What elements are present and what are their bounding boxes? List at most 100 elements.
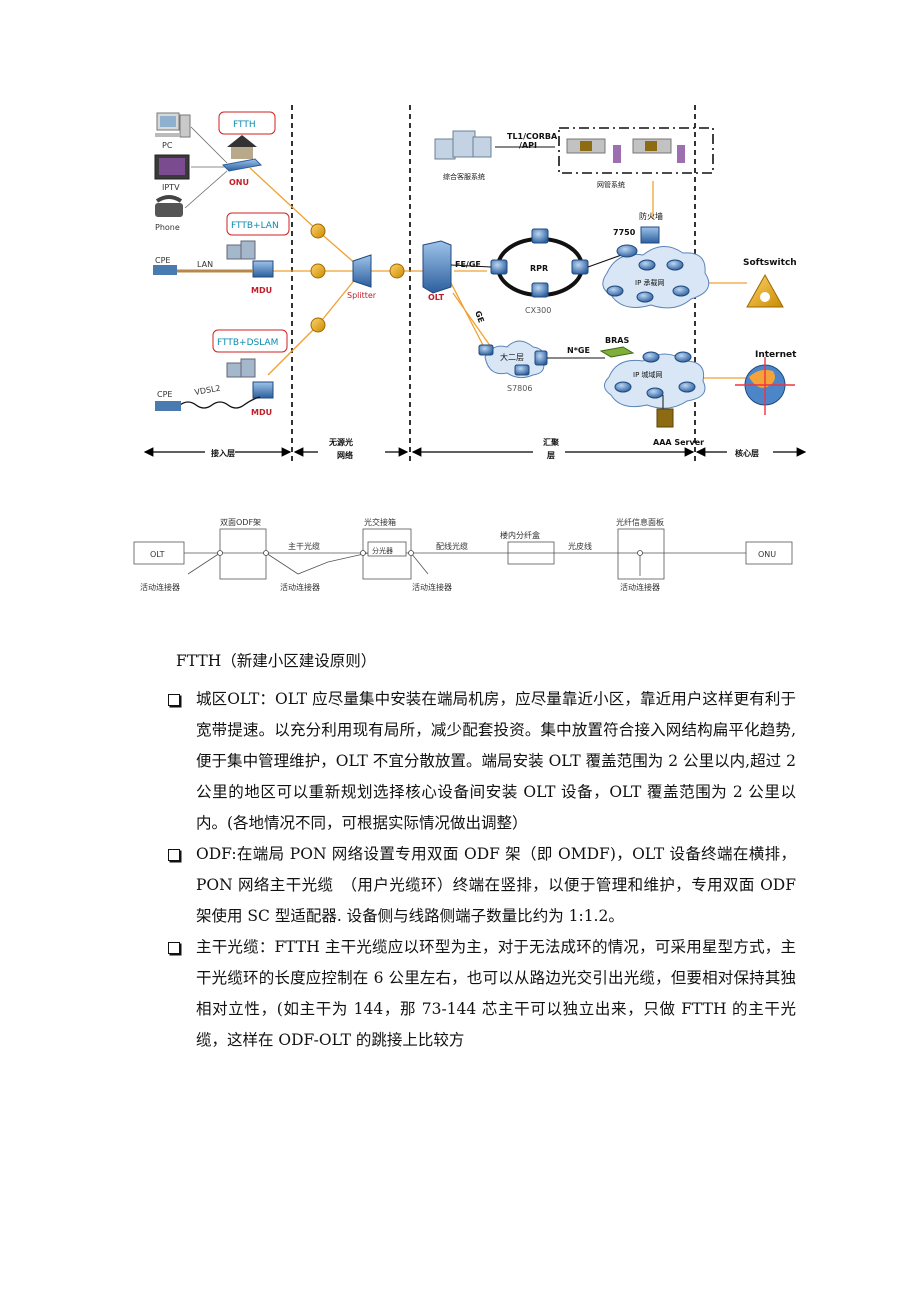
aaa-server-icon: [656, 408, 674, 428]
trunk-label: 主干光缆: [288, 541, 320, 551]
vdsl2-label: VDSL2: [194, 384, 221, 397]
bullet-text: ODF:在端局 PON 网络设置专用双面 ODF 架（即 OMDF)，OLT 设…: [196, 845, 796, 925]
odf-label: 双面ODF架: [220, 518, 261, 527]
connector-label: 活动连接器: [620, 582, 660, 592]
aggregation-layer-label-2: 层: [546, 451, 555, 460]
checkbox-bullet-icon: [168, 849, 180, 861]
fiber-connector-icon: [310, 223, 405, 333]
vdsl2-cable: [179, 396, 261, 409]
cpe2-icon: [155, 401, 181, 411]
ip-metro-label: IP 城域网: [633, 370, 663, 379]
big-l2-label: 大二层: [500, 352, 524, 362]
fttb-dslam-label: FTTB+DSLAM: [217, 338, 278, 348]
ip-bearer-label: IP 承载网: [635, 278, 665, 287]
connector-label: 活动连接器: [280, 582, 320, 592]
fttb-dslam-callout: [212, 329, 288, 353]
distribution-label: 配线光缆: [436, 541, 468, 551]
ge-label: GE: [473, 310, 486, 324]
firewall-icon: [640, 226, 660, 244]
cpe1-label: CPE: [155, 256, 170, 265]
layer-dividers: [291, 105, 696, 463]
buildings-icon: [226, 358, 256, 378]
list-item: ODF:在端局 PON 网络设置专用双面 ODF 架（即 OMDF)，OLT 设…: [166, 839, 796, 932]
connector-label: 活动连接器: [140, 582, 180, 592]
phone-icon: [155, 195, 183, 217]
list-item: 主干光缆：FTTH 主干光缆应以环型为主，对于无法成环的情况，可采用星型方式，主…: [166, 932, 796, 1056]
switch-icon: [478, 344, 548, 376]
pon-layer-label: 无源光: [328, 437, 353, 447]
core-layer-label: 核心层: [735, 448, 759, 458]
tv-icon: [154, 154, 190, 180]
nms-label: 网管系统: [597, 180, 625, 189]
odf-onu-label: ONU: [758, 550, 776, 559]
aaa-label: AAA Server: [653, 438, 704, 447]
splitter-icon: [352, 254, 372, 288]
cpe2-label: CPE: [157, 390, 172, 399]
checkbox-bullet-icon: [168, 694, 180, 706]
checkbox-bullet-icon: [168, 942, 180, 954]
odf-splitter-label: 分光器: [372, 546, 393, 555]
bras-label: BRAS: [605, 336, 629, 345]
buildings-icon: [226, 240, 256, 260]
firewall-label: 防火墙: [639, 211, 663, 221]
server-cluster-icon: [434, 130, 492, 160]
floor-fiber-label: 楼内分纤盒: [500, 530, 540, 540]
fe-ge-label: FE/GE: [455, 260, 481, 269]
globe-icon: [735, 357, 795, 415]
rpr-label: RPR: [530, 264, 548, 273]
cx300-label: CX300: [525, 306, 551, 315]
r7750-label: 7750: [613, 228, 636, 237]
bras-icon: [599, 346, 635, 358]
ftth-callout-label: FTTH: [233, 120, 256, 130]
drop-label: 光皮线: [568, 541, 592, 551]
section-heading: FTTH（新建小区建设原则）: [176, 652, 377, 670]
olt-label: OLT: [428, 293, 445, 302]
olt-icon: [422, 240, 452, 294]
phone-label: Phone: [155, 223, 180, 232]
nge-label: N*GE: [567, 346, 590, 355]
fttb-lan-label: FTTB+LAN: [231, 221, 279, 231]
access-layer-label: 接入层: [211, 448, 235, 458]
ftth-callout: [218, 111, 276, 135]
pc-label: PC: [162, 141, 173, 150]
splitter-box: [367, 541, 407, 557]
mdu-icon: [252, 381, 274, 399]
router-icon: [606, 244, 690, 303]
api-label: /API: [519, 141, 537, 150]
mdu2-label: MDU: [251, 408, 272, 417]
cross-box-label: 光交接箱: [364, 517, 396, 527]
odf-box: [219, 528, 267, 580]
mdu1-label: MDU: [251, 286, 272, 295]
support-system-label: 综合客服系统: [443, 172, 485, 181]
tl1-label: TL1/CORBA: [507, 132, 558, 141]
iptv-label: IPTV: [162, 183, 180, 192]
router-icon: [614, 351, 696, 399]
workstation-icon: [566, 138, 685, 163]
s7806-label: S7806: [507, 384, 532, 393]
connector-label: 活动连接器: [412, 582, 452, 592]
network-architecture-diagram: PC IPTV Phone FTTH ONU FTTB+LAN MDU CPE …: [143, 105, 807, 463]
list-item: 城区OLT：OLT 应尽量集中安装在端局机房，应尽量靠近小区，靠近用户这样更有利…: [166, 684, 796, 839]
bullet-text: 主干光缆：FTTH 主干光缆应以环型为主，对于无法成环的情况，可采用星型方式，主…: [196, 938, 796, 1049]
pon-layer-label-2: 网络: [337, 450, 353, 460]
internet-label: Internet: [755, 350, 797, 360]
odf-olt-label: OLT: [150, 550, 165, 559]
softswitch-label: Softswitch: [743, 258, 797, 268]
cpe1-icon: [153, 265, 177, 275]
bullet-list: 城区OLT：OLT 应尽量集中安装在端局机房，应尽量靠近小区，靠近用户这样更有利…: [166, 684, 796, 1056]
pc-icon: [155, 112, 191, 138]
onu-label: ONU: [229, 178, 249, 187]
nms-box: [558, 127, 714, 174]
mdu-icon: [252, 260, 274, 278]
house-icon: [227, 135, 257, 159]
fttb-lan-callout: [226, 212, 290, 236]
softswitch-icon: [746, 273, 784, 308]
lan-label: LAN: [197, 260, 213, 269]
panel-label: 光纤信息面板: [616, 517, 664, 527]
bullet-text: 城区OLT：OLT 应尽量集中安装在端局机房，应尽量靠近小区，靠近用户这样更有利…: [196, 690, 796, 832]
splitter-label: Splitter: [347, 291, 377, 300]
onu-icon: [221, 158, 263, 172]
odf-chain-diagram: OLT 双面ODF架 主干光缆 光交接箱 分光器 配线光缆 楼内分纤盒 光皮线 …: [133, 517, 793, 592]
ip-metro-cloud: [604, 353, 706, 409]
aggregation-layer-label: 汇聚: [543, 437, 560, 447]
